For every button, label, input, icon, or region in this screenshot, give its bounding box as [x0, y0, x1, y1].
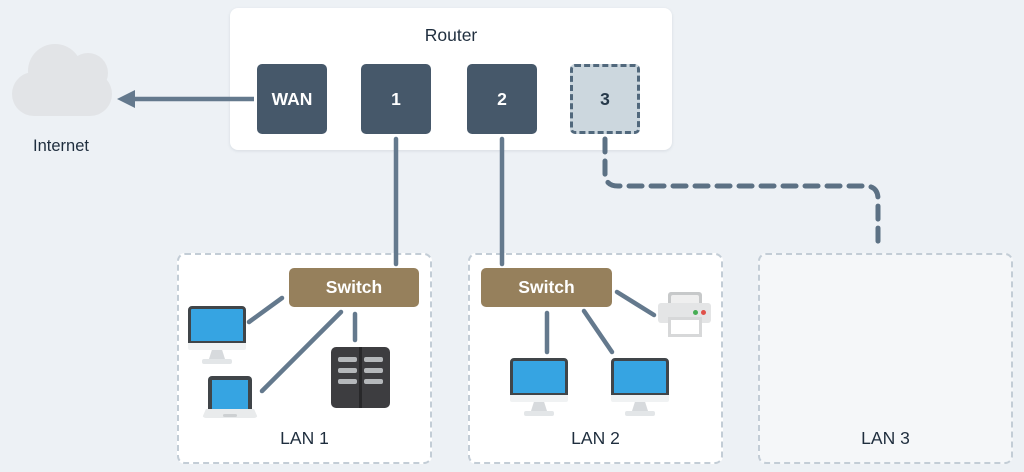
lan2-box: Switch LAN 2 [468, 253, 723, 464]
lan3-box: LAN 3 [758, 253, 1013, 464]
link-port3-lan3-dashed [602, 136, 881, 246]
internet-label: Internet [33, 137, 89, 155]
lan3-label: LAN 3 [861, 428, 910, 448]
lan1-label: LAN 1 [280, 428, 329, 448]
router-port-wan: WAN [257, 64, 327, 134]
router-port-2: 2 [467, 64, 537, 134]
router-panel: Router WAN 1 2 3 [230, 8, 672, 150]
printer-led-green [693, 310, 698, 315]
lan1-box: Switch LAN 1 [177, 253, 432, 464]
printer-icon [658, 292, 711, 337]
desktop-icon [510, 358, 568, 416]
lan1-switch: Switch [289, 268, 419, 307]
printer-led-red [701, 310, 706, 315]
arrowhead-icon [117, 90, 135, 108]
router-port-1: 1 [361, 64, 431, 134]
lan2-switch: Switch [481, 268, 612, 307]
router-port-3: 3 [570, 64, 640, 134]
router-title: Router [424, 25, 478, 45]
lan2-label: LAN 2 [571, 428, 620, 448]
server-icon [331, 347, 390, 408]
desktop-icon [188, 306, 246, 364]
laptop-icon [202, 376, 258, 418]
desktop-icon [611, 358, 669, 416]
cloud-icon [12, 44, 112, 116]
